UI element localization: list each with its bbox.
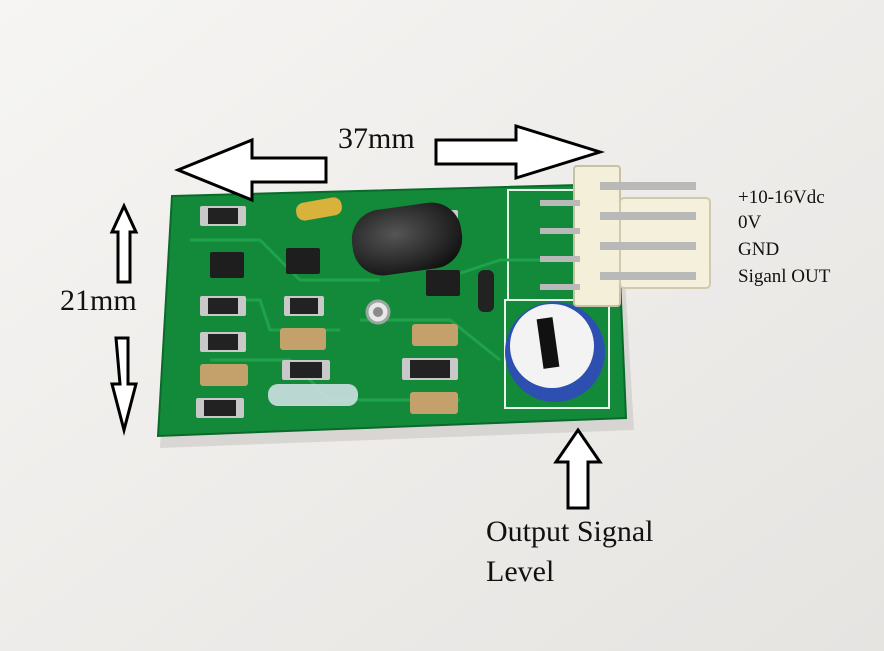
- height-dimension-label: 21mm: [60, 284, 137, 317]
- pin-label-0v: 0V: [738, 212, 762, 233]
- rectifier-diode: [478, 270, 494, 312]
- pin-label-signal-out: Siganl OUT: [738, 266, 831, 287]
- height-arrow-up: [109, 202, 139, 284]
- pin-label-power: +10-16Vdc: [738, 187, 825, 208]
- height-arrow-down: [110, 336, 138, 436]
- output-callout-line2: Level: [486, 555, 555, 588]
- width-arrow-right: [434, 123, 606, 181]
- trimmer-silkscreen: [504, 299, 610, 409]
- smd-capacitors: [200, 324, 458, 414]
- zener-diode: [296, 197, 342, 221]
- smd-transistors: [210, 248, 460, 296]
- trimmer-slot: [536, 317, 560, 369]
- width-arrow-left: [174, 137, 328, 203]
- electrolytic-capacitor: [351, 202, 463, 276]
- width-dimension-label: 37mm: [338, 122, 415, 155]
- output-callout-line1: Output Signal: [486, 515, 654, 548]
- output-arrow-up: [553, 427, 603, 510]
- mounting-hole-center: [373, 307, 383, 317]
- pin-label-gnd: GND: [738, 239, 780, 260]
- glass-component: [268, 384, 358, 406]
- connector-header: [540, 165, 711, 307]
- output-signal-callout: Output Signal Level: [486, 512, 654, 592]
